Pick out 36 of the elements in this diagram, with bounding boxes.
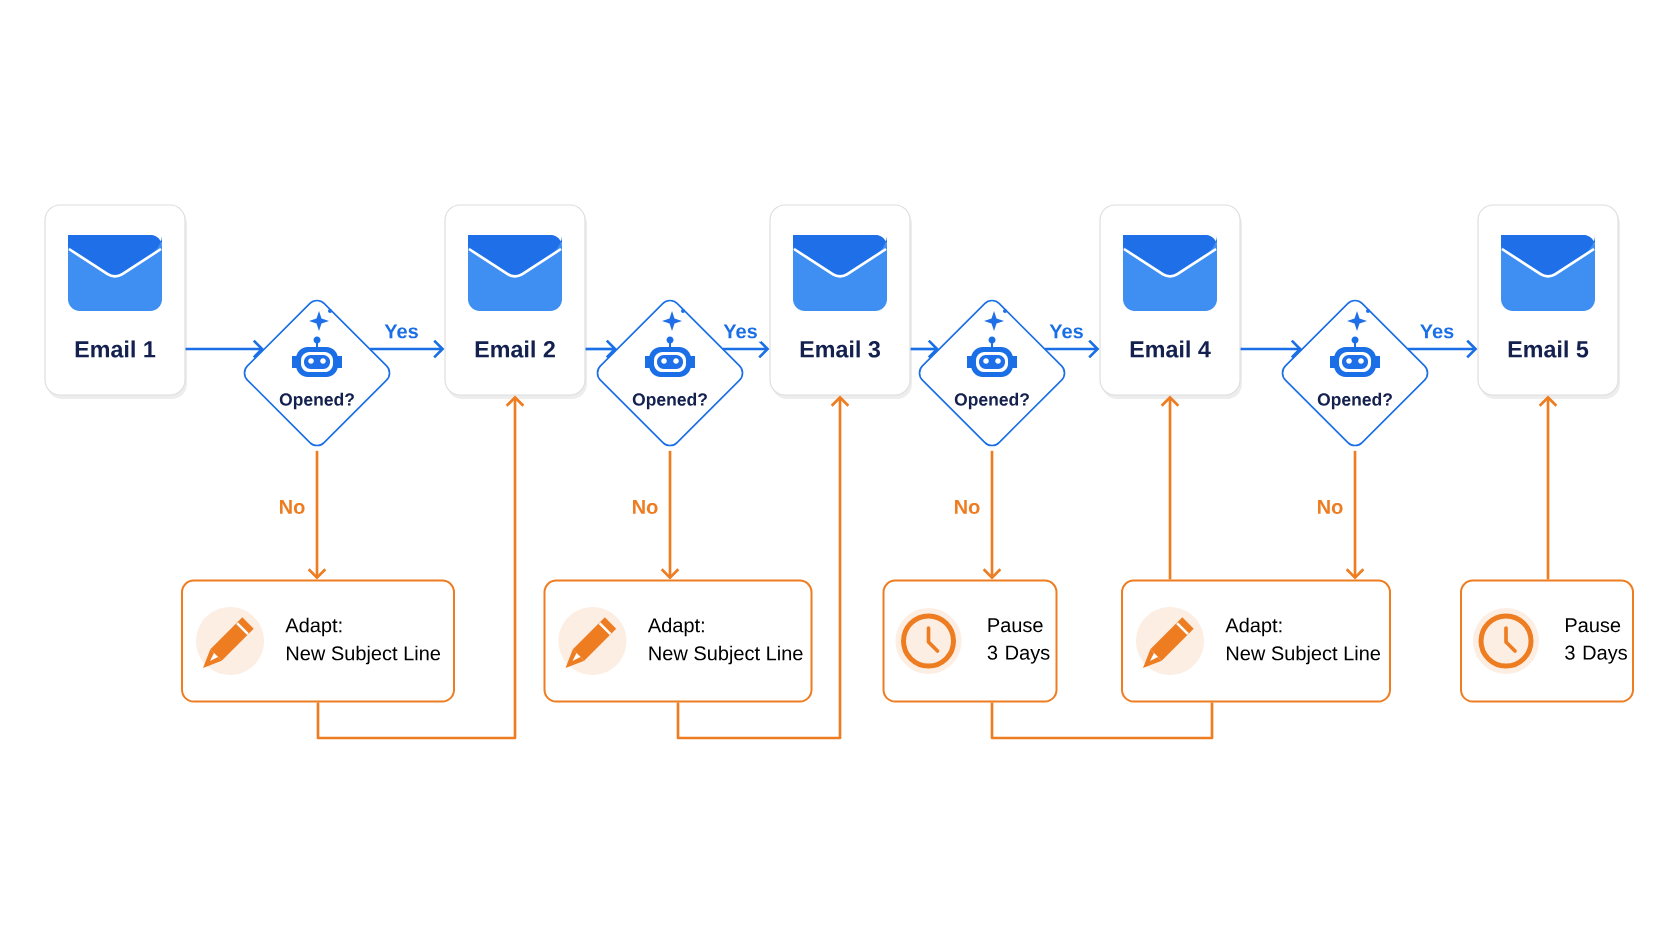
- edge-label: Yes: [719, 321, 762, 342]
- action-text: Pause 3 Days: [1565, 618, 1627, 664]
- edge-label: No: [275, 496, 309, 518]
- arrow: [370, 339, 445, 359]
- action-text: Pause 3 Days: [987, 618, 1050, 664]
- edge-label: Yes: [1416, 321, 1458, 342]
- edge-label: No: [628, 496, 662, 518]
- action-text: Adapt:: [1225, 617, 1282, 637]
- decision-label: Opened?: [279, 392, 354, 410]
- action-text: Adapt:: [647, 617, 704, 637]
- decision-label: Opened?: [1317, 392, 1392, 410]
- edge-label: No: [950, 496, 984, 518]
- action-text: Adapt:: [285, 617, 342, 637]
- arrow: [982, 450, 1002, 580]
- decision-label: Opened?: [954, 392, 1029, 410]
- arrow: [660, 450, 680, 580]
- arrow: [1160, 395, 1180, 580]
- arrow: [1408, 339, 1478, 359]
- arrow: [723, 339, 770, 359]
- edge-label: Yes: [380, 321, 423, 342]
- action-text: New Subject Line: [649, 645, 803, 665]
- arrow: [1345, 450, 1365, 580]
- arrow: [676, 395, 850, 740]
- action-text: New Subject Line: [287, 645, 441, 665]
- arrow: [585, 339, 617, 359]
- arrow: [316, 395, 525, 740]
- arrow: [910, 339, 939, 359]
- edge-label: Yes: [1045, 321, 1088, 342]
- arrow: [1240, 339, 1302, 359]
- edge-label: No: [1313, 496, 1347, 518]
- decision-label: Opened?: [632, 392, 707, 410]
- arrow: [307, 450, 327, 580]
- arrow: [1538, 395, 1558, 580]
- arrow: [1045, 339, 1100, 359]
- arrow: [185, 339, 264, 359]
- action-text: New Subject Line: [1227, 645, 1381, 665]
